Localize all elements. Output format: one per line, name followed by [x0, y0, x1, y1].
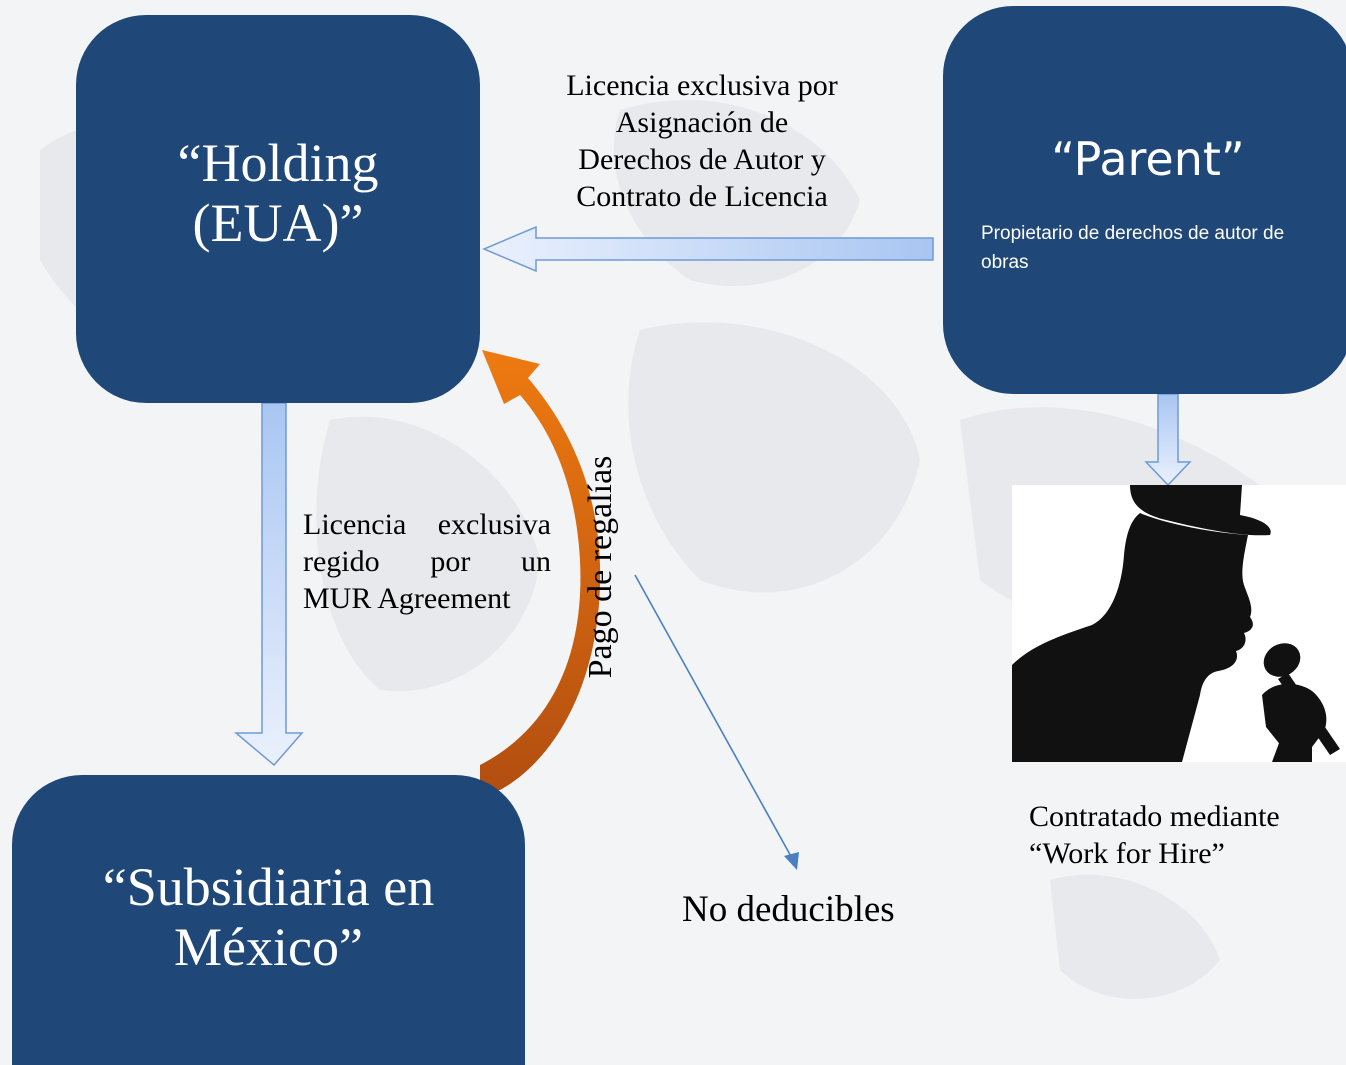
parent-title: “Parent” — [1051, 132, 1245, 186]
license-top-line2: Asignación de — [615, 106, 789, 139]
license-top-line3: Derechos de Autor y — [578, 143, 826, 176]
license-top-label: Licencia exclusiva por Asignación de Der… — [540, 67, 864, 215]
thin-arrow-to-no-deducibles — [634, 574, 794, 861]
royalty-curved-arrow — [480, 350, 601, 790]
parent-description: Propietario de derechos de autor de obra… — [981, 223, 1285, 273]
subsidiaria-title-line2: México” — [174, 917, 363, 978]
subsidiaria-box: “Subsidiaria en México” — [12, 775, 525, 1065]
holding-title-line2: (EUA)” — [192, 193, 364, 254]
singer-silhouette-icon — [1012, 485, 1346, 762]
subsidiaria-title: “Subsidiaria en México” — [12, 857, 525, 978]
parent-box: “Parent” Propietario de derechos de auto… — [943, 6, 1346, 394]
royalty-label: Pago de regalías — [582, 455, 619, 679]
work-for-hire-line2: “Work for Hire” — [1029, 837, 1225, 870]
license-top-line1: Licencia exclusiva por — [566, 69, 838, 102]
holding-title: “Holding (EUA)” — [76, 133, 480, 254]
license-arrow-parent-to-holding — [482, 225, 934, 273]
subsidiaria-title-line1: “Subsidiaria en — [102, 857, 435, 917]
work-for-hire-line1: Contratado mediante — [1029, 800, 1280, 833]
license-left-line2: regido por un — [303, 545, 551, 578]
holding-title-line1: “Holding — [177, 133, 379, 193]
license-left-label: Licencia exclusiva regido por un MUR Agr… — [303, 506, 551, 617]
license-left-line3: MUR Agreement — [303, 582, 511, 615]
license-left-line1: Licencia exclusiva — [303, 508, 551, 541]
holding-box: “Holding (EUA)” — [76, 15, 480, 403]
arrow-parent-to-singer — [1144, 393, 1192, 487]
work-for-hire-label: Contratado mediante “Work for Hire” — [1029, 798, 1280, 872]
license-arrow-holding-to-subsidiaria — [233, 402, 304, 767]
license-top-line4: Contrato de Licencia — [576, 180, 828, 213]
no-deducibles-label: No deducibles — [682, 889, 895, 930]
